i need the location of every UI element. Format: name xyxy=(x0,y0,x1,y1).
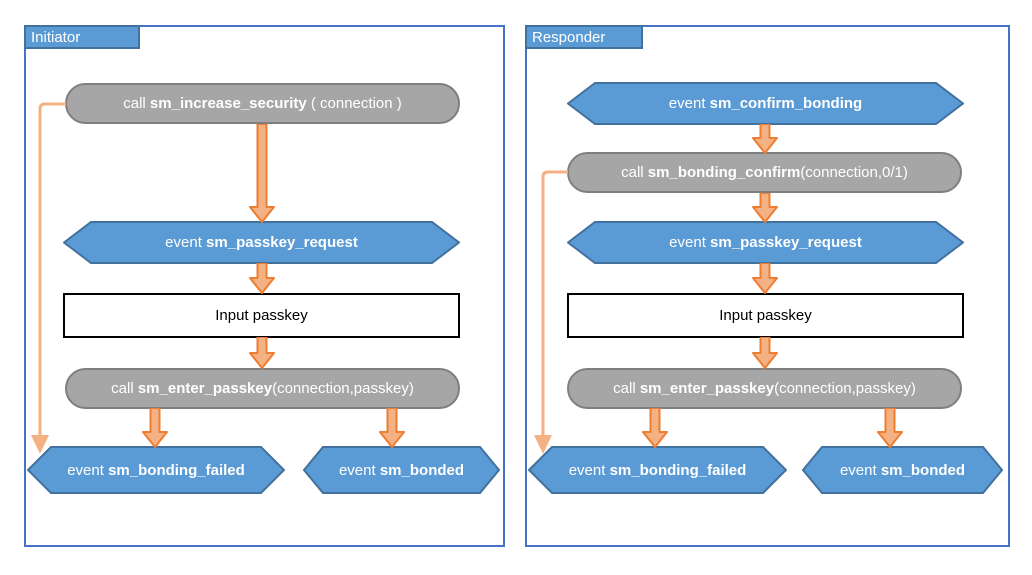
node-event-sm-bonded-responder: event sm_bonded xyxy=(802,446,1003,494)
node-call-sm-increase-security-label: call sm_increase_security ( connection ) xyxy=(123,95,402,112)
node-event-sm-confirm-bonding-label: event sm_confirm_bonding xyxy=(668,95,863,112)
down-arrow-icon xyxy=(142,408,168,448)
responder-tab: Responder xyxy=(525,25,643,49)
node-call-sm-enter-passkey-responder: call sm_enter_passkey(connection,passkey… xyxy=(567,368,962,409)
node-event-sm-bonding-failed-initiator: event sm_bonding_failed xyxy=(27,446,285,494)
down-arrow-icon xyxy=(752,124,778,154)
node-call-sm-enter-passkey-initiator: call sm_enter_passkey(connection,passkey… xyxy=(65,368,460,409)
down-arrow-icon xyxy=(249,337,275,369)
node-input-passkey-initiator-label: Input passkey xyxy=(215,307,308,324)
down-arrow-icon xyxy=(752,193,778,223)
down-arrow-icon xyxy=(249,263,275,294)
node-event-sm-bonded-responder-label: event sm_bonded xyxy=(839,461,966,479)
node-input-passkey-responder: Input passkey xyxy=(567,293,964,338)
responder-panel xyxy=(525,25,1010,547)
node-call-sm-bonding-confirm-label: call sm_bonding_confirm(connection,0/1) xyxy=(621,164,908,181)
node-event-sm-passkey-request-responder: event sm_passkey_request xyxy=(567,221,964,264)
node-event-sm-passkey-request-responder-label: event sm_passkey_request xyxy=(669,234,862,251)
node-event-sm-passkey-request-initiator: event sm_passkey_request xyxy=(63,221,460,264)
node-call-sm-increase-security: call sm_increase_security ( connection ) xyxy=(65,83,460,124)
down-arrow-icon xyxy=(379,408,405,448)
node-call-sm-bonding-confirm: call sm_bonding_confirm(connection,0/1) xyxy=(567,152,962,193)
responder-tab-label: Responder xyxy=(532,29,606,46)
node-event-sm-confirm-bonding: event sm_confirm_bonding xyxy=(567,82,964,125)
node-input-passkey-responder-label: Input passkey xyxy=(719,307,812,324)
down-arrow-icon xyxy=(642,408,668,448)
node-input-passkey-initiator: Input passkey xyxy=(63,293,460,338)
initiator-panel xyxy=(24,25,505,547)
node-call-sm-enter-passkey-initiator-label: call sm_enter_passkey(connection,passkey… xyxy=(111,380,414,397)
node-event-sm-bonding-failed-initiator-label: event sm_bonding_failed xyxy=(67,461,245,479)
initiator-tab-label: Initiator xyxy=(31,29,81,46)
node-event-sm-bonding-failed-responder: event sm_bonding_failed xyxy=(528,446,787,494)
down-arrow-icon xyxy=(877,408,903,448)
node-call-sm-enter-passkey-responder-label: call sm_enter_passkey(connection,passkey… xyxy=(613,380,916,397)
down-arrow-icon xyxy=(752,337,778,369)
node-event-sm-passkey-request-initiator-label: event sm_passkey_request xyxy=(165,234,358,251)
down-arrow-icon xyxy=(752,263,778,294)
initiator-tab: Initiator xyxy=(24,25,140,49)
down-arrow-icon xyxy=(249,124,275,223)
node-event-sm-bonded-initiator-label: event sm_bonded xyxy=(338,461,465,479)
node-event-sm-bonding-failed-responder-label: event sm_bonding_failed xyxy=(568,461,747,479)
node-event-sm-bonded-initiator: event sm_bonded xyxy=(303,446,500,494)
